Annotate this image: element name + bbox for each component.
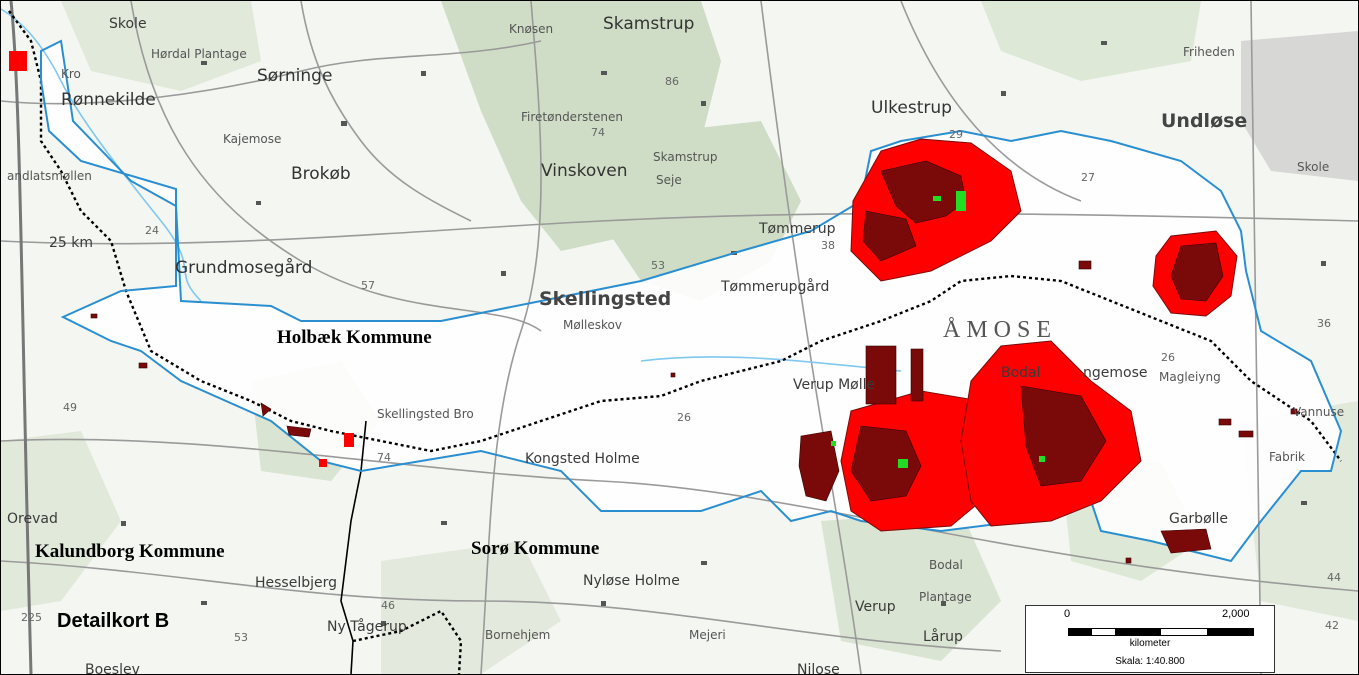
svg-text:36: 36	[1317, 317, 1331, 330]
scale-end-label: 2,000	[1222, 608, 1250, 620]
area-label-amose: ÅMOSE	[943, 317, 1057, 343]
svg-text:225: 225	[21, 611, 42, 624]
svg-text:Bodal: Bodal	[1001, 365, 1041, 381]
svg-text:Kongsted Holme: Kongsted Holme	[525, 451, 640, 467]
label-kalundborg-kommune: Kalundborg Kommune	[35, 541, 225, 562]
svg-text:Seje: Seje	[656, 173, 682, 187]
svg-text:Ulkestrup: Ulkestrup	[871, 98, 952, 118]
svg-text:26: 26	[1161, 351, 1175, 364]
svg-text:Sørninge: Sørninge	[257, 66, 332, 86]
scale-start-label: 0	[1064, 608, 1071, 620]
svg-text:Vannuse: Vannuse	[1293, 405, 1344, 419]
svg-text:46: 46	[381, 599, 395, 612]
svg-text:57: 57	[361, 279, 375, 292]
svg-text:26: 26	[677, 411, 691, 424]
svg-text:Skole: Skole	[1297, 160, 1329, 174]
svg-text:Nyløse Holme: Nyløse Holme	[583, 573, 680, 589]
svg-text:Boeslev: Boeslev	[85, 662, 140, 674]
svg-text:Verup: Verup	[855, 599, 896, 615]
municipal-boundary-holbaek-soro	[8, 10, 1342, 462]
svg-text:Skellingsted: Skellingsted	[539, 288, 671, 310]
svg-text:49: 49	[63, 401, 77, 414]
small-buffer-marks	[9, 51, 354, 467]
label-soro-kommune: Sorø Kommune	[471, 538, 599, 559]
svg-text:Nilose: Nilose	[797, 662, 840, 674]
highway	[9, 1, 33, 674]
svg-text:Bodal: Bodal	[929, 558, 963, 572]
green-sites	[831, 191, 1045, 468]
svg-text:Grundmosegård: Grundmosegård	[175, 257, 312, 278]
svg-text:Lårup: Lårup	[923, 628, 963, 645]
scale-bar	[1068, 628, 1254, 636]
svg-text:Tømmerup: Tømmerup	[758, 221, 836, 237]
svg-text:Magleiyng: Magleiyng	[1159, 370, 1221, 384]
map-title: Detailkort B	[57, 610, 169, 632]
svg-text:Vinskoven: Vinskoven	[541, 161, 628, 181]
urban-area	[1241, 31, 1358, 181]
svg-text:Fabrik: Fabrik	[1269, 450, 1305, 464]
spot-heights: 24 86 74 29 27 38 53 57 49 74 26 26 36 4…	[21, 75, 1341, 644]
svg-text:53: 53	[234, 631, 248, 644]
svg-text:Skamstrup: Skamstrup	[603, 14, 694, 34]
svg-text:Ny Tågerup: Ny Tågerup	[327, 618, 407, 635]
svg-text:44: 44	[1327, 571, 1341, 584]
svg-text:74: 74	[377, 451, 391, 464]
svg-text:ngemose: ngemose	[1083, 365, 1147, 381]
place-labels: Skole Hørdal Plantage Kro Sørninge Rønne…	[7, 14, 1344, 674]
municipal-boundary-south	[352, 609, 463, 674]
svg-text:Orevad: Orevad	[7, 511, 58, 527]
svg-text:Kajemose: Kajemose	[223, 132, 281, 146]
study-area-boundary	[40, 39, 1343, 563]
svg-text:Plantage: Plantage	[919, 590, 972, 604]
svg-text:38: 38	[821, 239, 835, 252]
svg-text:Rønnekilde: Rønnekilde	[61, 90, 156, 110]
svg-text:Undløse: Undløse	[1161, 110, 1247, 132]
svg-text:andlatsmøllen: andlatsmøllen	[7, 169, 92, 183]
svg-text:27: 27	[1081, 171, 1095, 184]
svg-text:Bornehjem: Bornehjem	[485, 628, 550, 642]
svg-text:Brokøb: Brokøb	[291, 164, 351, 184]
svg-text:Mølleskov: Mølleskov	[563, 318, 622, 332]
scale-unit-label: kilometer	[1129, 638, 1171, 649]
svg-text:53: 53	[651, 259, 665, 272]
svg-text:29: 29	[949, 128, 963, 141]
svg-text:Verup Mølle: Verup Mølle	[793, 377, 875, 393]
svg-text:86: 86	[665, 75, 679, 88]
svg-text:Skole: Skole	[109, 16, 147, 32]
svg-text:Garbølle: Garbølle	[1169, 511, 1228, 527]
svg-text:25 km: 25 km	[49, 235, 93, 251]
svg-text:Kro: Kro	[61, 67, 81, 81]
river	[1, 8, 902, 372]
svg-text:42: 42	[1325, 619, 1339, 632]
svg-text:Skamstrup: Skamstrup	[653, 150, 718, 164]
svg-text:Mejeri: Mejeri	[689, 628, 726, 642]
label-holbaek-kommune: Holbæk Kommune	[277, 327, 432, 348]
scale-bar-box: 0 2,000 kilometer Skala: 1:40.800	[1025, 605, 1275, 673]
svg-text:Hesselbjerg: Hesselbjerg	[255, 575, 337, 591]
svg-text:74: 74	[591, 126, 605, 139]
svg-text:Friheden: Friheden	[1183, 45, 1235, 59]
svg-text:Tømmerupgård: Tømmerupgård	[720, 278, 829, 295]
svg-text:Skellingsted Bro: Skellingsted Bro	[377, 407, 474, 421]
scale-ratio-label: Skala: 1:40.800	[1115, 656, 1185, 667]
svg-text:Knøsen: Knøsen	[509, 22, 553, 36]
svg-text:24: 24	[145, 224, 159, 237]
svg-text:Firetønderstenen: Firetønderstenen	[521, 110, 623, 124]
svg-text:Hørdal Plantage: Hørdal Plantage	[151, 47, 247, 61]
